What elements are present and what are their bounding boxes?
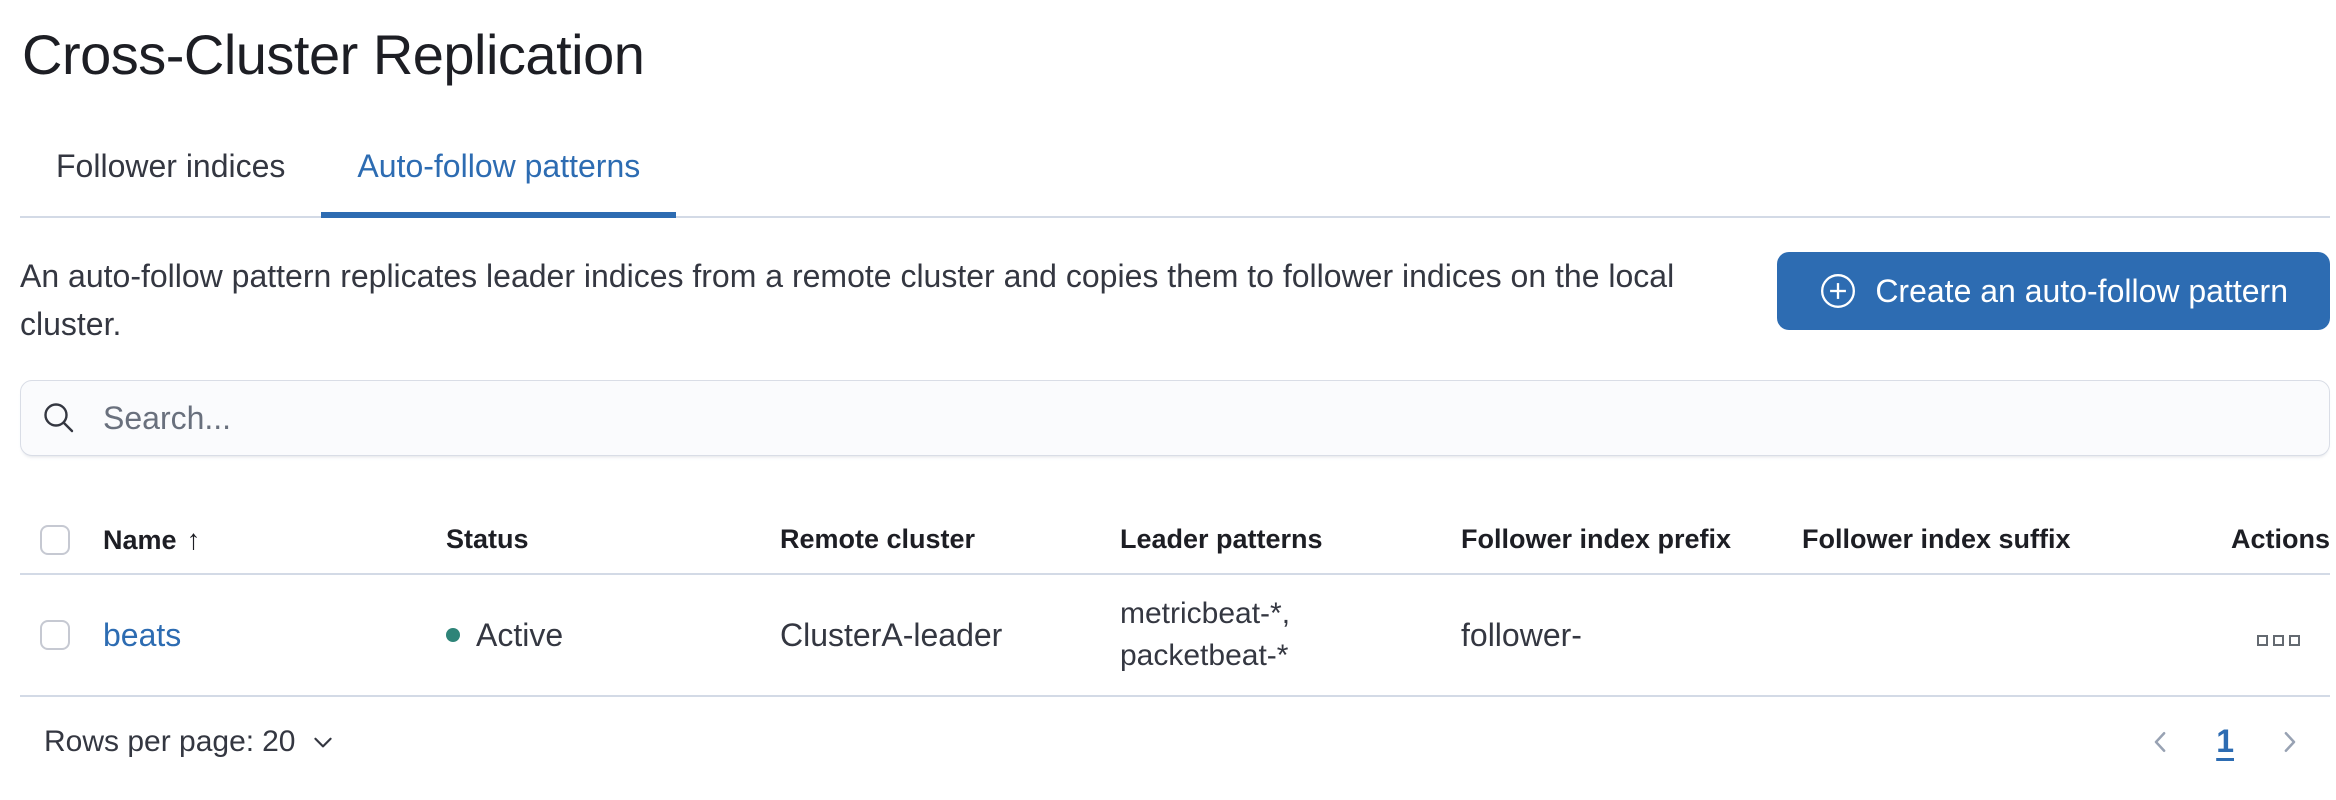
pattern-name-link[interactable]: beats [103,616,182,653]
chevron-left-icon[interactable] [2146,727,2176,757]
search-input[interactable] [101,398,2309,438]
header-checkbox-cell [20,506,103,575]
boxes-horizontal-icon[interactable] [2257,634,2300,646]
rows-per-page-selector[interactable]: Rows per page: 20 [44,725,336,759]
page-number-1[interactable]: 1 [2216,723,2234,759]
rows-per-page-label: Rows per page: [44,724,255,758]
status-label: Active [476,616,564,653]
tab-bar: Follower indices Auto-follow patterns [20,140,2330,218]
sort-ascending-icon: ↑ [186,523,201,555]
tab-auto-follow-patterns[interactable]: Auto-follow patterns [321,140,677,218]
table-row: beats Active ClusterA-leader metricbeat-… [20,574,2330,697]
cell-remote-cluster: ClusterA-leader [780,574,1120,697]
section-header: An auto-follow pattern replicates leader… [20,252,2330,348]
page-description: An auto-follow pattern replicates leader… [20,258,1675,342]
pagination-bar: Rows per page: 20 1 [20,723,2330,760]
search-bar [20,380,2330,456]
auto-follow-patterns-table: Name↑ Status Remote cluster Leader patte… [20,506,2330,697]
leader-pattern-line: metricbeat-*, [1120,597,1291,630]
tab-follower-indices[interactable]: Follower indices [56,148,286,184]
leader-pattern-line: packetbeat-* [1120,639,1289,672]
cell-leader-patterns: metricbeat-*, packetbeat-* [1120,574,1461,697]
row-checkbox-cell [20,574,103,697]
row-checkbox[interactable] [40,620,70,650]
create-button-label: Create an auto-follow pattern [1875,272,2288,309]
select-all-checkbox[interactable] [40,524,70,555]
column-header-status: Status [446,506,780,575]
cell-actions [2102,574,2330,697]
cell-follower-index-prefix: follower- [1461,574,1802,697]
search-icon [41,400,77,436]
page-title: Cross-Cluster Replication [22,23,645,86]
cross-cluster-replication-page: Cross-Cluster Replication Follower indic… [0,14,2336,760]
create-auto-follow-pattern-button[interactable]: Create an auto-follow pattern [1777,252,2330,330]
table-header-row: Name↑ Status Remote cluster Leader patte… [20,506,2330,575]
column-header-follower-index-suffix: Follower index suffix [1802,506,2102,575]
column-header-actions: Actions [2102,506,2330,575]
column-header-name[interactable]: Name↑ [103,506,446,575]
column-header-leader-patterns: Leader patterns [1120,506,1461,575]
column-header-remote-cluster: Remote cluster [780,506,1120,575]
chevron-right-icon[interactable] [2274,727,2304,757]
status-active-dot-icon [446,628,460,642]
chevron-down-icon [310,729,336,755]
cell-name: beats [103,574,446,697]
column-header-follower-index-prefix: Follower index prefix [1461,506,1802,575]
plus-in-circle-icon [1819,272,1857,310]
rows-per-page-value: 20 [262,724,296,758]
cell-follower-index-suffix [1802,574,2102,697]
cell-status: Active [446,574,780,697]
page-controls: 1 [2146,723,2304,760]
